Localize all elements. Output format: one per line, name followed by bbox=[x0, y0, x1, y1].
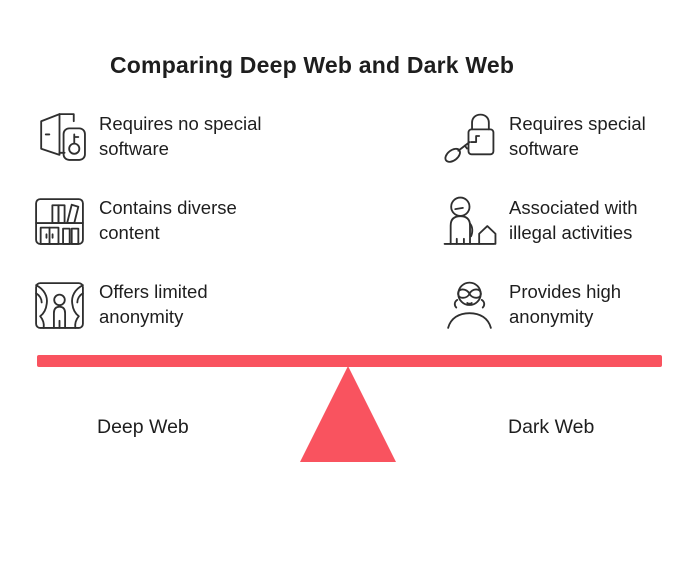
dark-web-label: Dark Web bbox=[508, 416, 595, 438]
feature-label: Associated with illegal activities bbox=[509, 197, 638, 243]
page-title: Comparing Deep Web and Dark Web bbox=[110, 52, 515, 78]
feature-item: Contains diverse content bbox=[31, 192, 271, 249]
feature-item: Associated with illegal activities bbox=[441, 192, 681, 249]
deep-web-label: Deep Web bbox=[97, 416, 189, 438]
open-door-key-icon bbox=[31, 108, 88, 165]
bookshelf-icon bbox=[31, 192, 88, 249]
feature-item: Requires special software bbox=[441, 108, 681, 165]
feature-item: Offers limited anonymity bbox=[31, 276, 271, 333]
seesaw-bar bbox=[37, 355, 662, 367]
feature-label: Requires special software bbox=[509, 113, 646, 159]
feature-item: Provides high anonymity bbox=[441, 276, 681, 333]
seesaw-fulcrum-triangle bbox=[300, 366, 396, 462]
feature-item: Requires no special software bbox=[31, 108, 271, 165]
stage-curtain-person-icon bbox=[31, 276, 88, 333]
feature-label: Contains diverse content bbox=[99, 197, 237, 243]
feature-label: Provides high anonymity bbox=[509, 281, 622, 327]
masked-person-icon bbox=[441, 276, 498, 333]
feature-label: Offers limited anonymity bbox=[99, 281, 208, 327]
person-house-icon bbox=[441, 192, 498, 249]
padlock-key-icon bbox=[441, 108, 498, 165]
feature-label: Requires no special software bbox=[99, 113, 262, 159]
